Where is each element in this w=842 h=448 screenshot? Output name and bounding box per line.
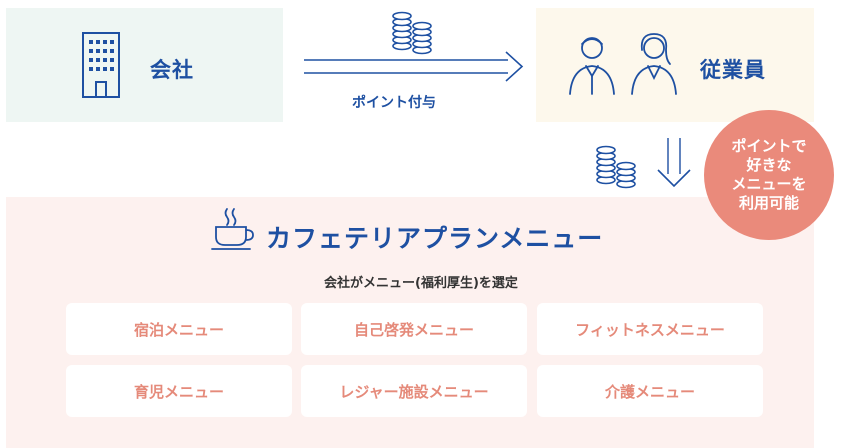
- points-badge-text: ポイントで 好きな メニューを 利用可能: [731, 137, 807, 212]
- menu-item-lodging: 宿泊メニュー: [66, 303, 292, 355]
- menu-item-fitness: フィットネスメニュー: [537, 303, 763, 355]
- coin-stack-icon: [596, 145, 636, 189]
- menu-item-self-development: 自己啓発メニュー: [301, 303, 527, 355]
- coffee-cup-icon: [211, 208, 254, 250]
- company-box: [6, 8, 283, 122]
- flow-label: ポイント付与: [352, 95, 436, 111]
- down-arrow: [657, 138, 691, 188]
- menu-item-childcare: 育児メニュー: [66, 365, 292, 417]
- menu-title: カフェテリアプランメニュー: [266, 224, 604, 253]
- menu-item-nursing-care: 介護メニュー: [537, 365, 763, 417]
- employees-label: 従業員: [700, 58, 766, 82]
- employee-box: [536, 8, 814, 122]
- coin-stack-icon: [392, 11, 432, 55]
- menu-item-leisure-facility: レジャー施設メニュー: [301, 365, 527, 417]
- points-badge: ポイントで 好きな メニューを 利用可能: [704, 110, 834, 240]
- building-icon: [82, 32, 120, 98]
- flow-arrow: [304, 51, 524, 82]
- menu-subtitle: 会社がメニュー(福利厚生)を選定: [324, 276, 518, 291]
- company-label: 会社: [150, 58, 194, 82]
- employees-icon: [569, 33, 677, 95]
